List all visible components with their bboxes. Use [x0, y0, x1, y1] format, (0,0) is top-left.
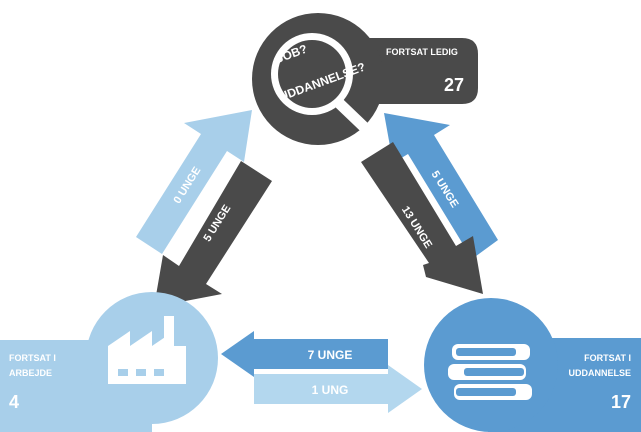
arrow-arbejde-to-uddannelse: 1 UNG	[254, 365, 422, 413]
arrow-ledig-to-arbejde: 5 UNGE	[154, 161, 272, 307]
node-arbejde-label-1: FORTSAT I	[9, 353, 56, 363]
factory-icon	[108, 316, 186, 384]
node-uddannelse-label-2: UDDANNELSE	[568, 368, 631, 378]
flow-label-left-to-right: 1 UNG	[312, 383, 349, 397]
node-fortsat-arbejde: FORTSAT I ARBEJDE 4	[0, 292, 218, 432]
node-ledig-value: 27	[444, 75, 464, 95]
node-uddannelse-label-1: FORTSAT I	[584, 353, 631, 363]
node-arbejde-label-2: ARBEJDE	[9, 368, 52, 378]
arrow-uddannelse-to-ledig: 5 UNGE	[384, 113, 498, 259]
magnifier-icon	[271, 33, 369, 132]
flow-label-right-to-left: 7 UNGE	[308, 348, 353, 362]
books-icon	[448, 344, 532, 400]
node-fortsat-ledig: JOB? UDDANNELSE? FORTSAT LEDIG 27	[252, 13, 478, 145]
node-uddannelse-value: 17	[611, 392, 631, 412]
node-arbejde-value: 4	[9, 392, 19, 412]
node-ledig-label: FORTSAT LEDIG	[386, 47, 458, 57]
node-fortsat-uddannelse: FORTSAT I UDDANNELSE 17	[424, 298, 641, 432]
arrow-uddannelse-to-arbejde: 7 UNGE	[221, 331, 388, 377]
